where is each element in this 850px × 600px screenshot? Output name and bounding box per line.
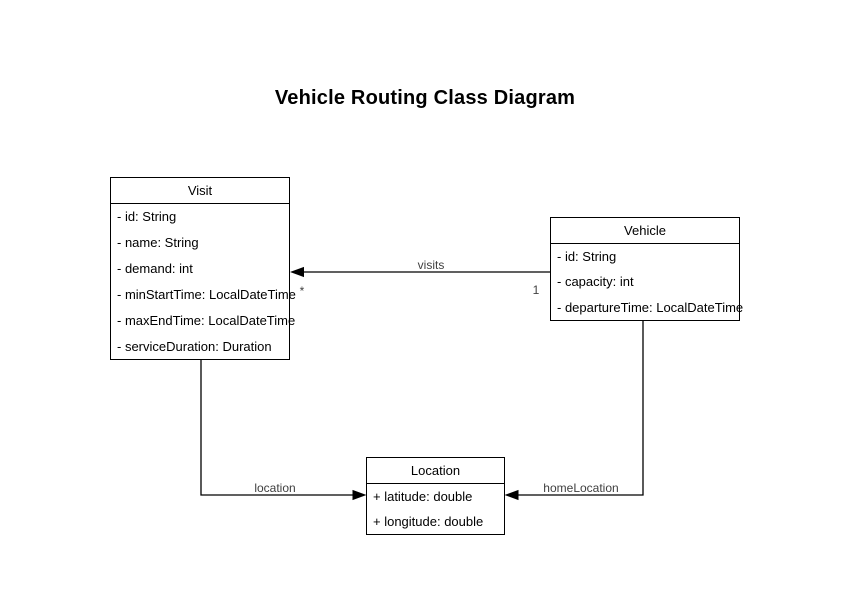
edge-label-visits: visits xyxy=(416,258,446,272)
multiplicity-visits-source: 1 xyxy=(532,283,540,297)
attribute-location-latitude: + latitude: double xyxy=(373,489,473,504)
class-visit-name: Visit xyxy=(111,178,289,204)
class-vehicle-attributes: - id: String - capacity: int - departure… xyxy=(551,244,744,320)
edge-label-location: location xyxy=(253,481,297,495)
attribute-visit-name: - name: String xyxy=(117,235,199,251)
edge-label-homelocation: homeLocation xyxy=(542,481,620,495)
attribute-visit-maxendtime: - maxEndTime: LocalDateTime xyxy=(117,312,296,328)
attribute-location-longitude: + longitude: double xyxy=(373,514,484,529)
multiplicity-visits-target: * xyxy=(299,284,305,298)
edge-location-line[interactable] xyxy=(200,360,355,496)
attribute-vehicle-id: - id: String xyxy=(557,249,617,265)
attribute-visit-serviceduration: - serviceDuration: Duration xyxy=(117,338,272,354)
class-location-name: Location xyxy=(367,458,504,484)
attribute-visit-minstarttime: - minStartTime: LocalDateTime xyxy=(117,286,296,302)
edge-visits-arrowhead[interactable] xyxy=(290,266,304,278)
class-visit-attributes: - id: String - name: String - demand: in… xyxy=(111,204,296,359)
diagram-title: Vehicle Routing Class Diagram xyxy=(274,87,576,109)
class-vehicle[interactable]: Vehicle - id: String - capacity: int - d… xyxy=(550,217,744,321)
class-visit[interactable]: Visit - id: String - name: String - dema… xyxy=(110,177,296,360)
edge-location-arrowhead[interactable] xyxy=(352,489,367,501)
edge-homelocation-line[interactable] xyxy=(516,321,644,496)
edge-homelocation[interactable] xyxy=(504,321,644,501)
attribute-visit-demand: - demand: int xyxy=(117,261,193,277)
attribute-visit-id: - id: String xyxy=(117,209,177,225)
class-location-attributes: + latitude: double + longitude: double xyxy=(367,484,504,534)
class-vehicle-name: Vehicle xyxy=(551,218,739,244)
attribute-vehicle-departuretime: - departureTime: LocalDateTime xyxy=(557,299,744,315)
edge-location[interactable] xyxy=(200,360,367,501)
class-location[interactable]: Location + latitude: double + longitude:… xyxy=(366,457,505,535)
edge-homelocation-arrowhead[interactable] xyxy=(504,489,519,501)
attribute-vehicle-capacity: - capacity: int xyxy=(557,274,634,290)
